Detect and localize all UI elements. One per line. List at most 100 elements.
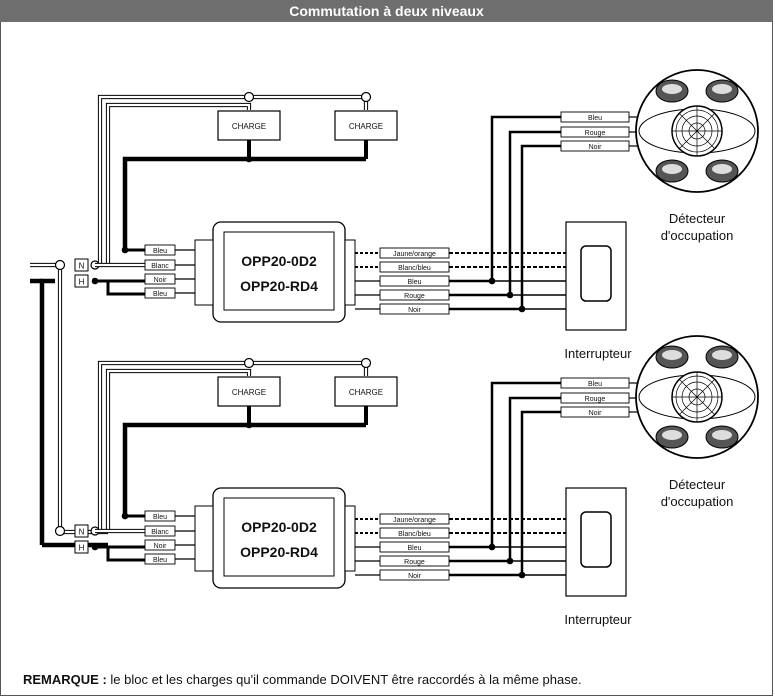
neutral-junction-1 xyxy=(243,91,255,103)
module-right-ear xyxy=(344,239,356,306)
charge-box-2-label: CHARGE xyxy=(349,122,383,131)
sensor-lens-highlight-0 xyxy=(662,350,682,360)
sensor-junction-2 xyxy=(506,557,514,565)
switch-rocker xyxy=(580,511,612,568)
terminal-n xyxy=(74,524,89,538)
left-wire-label-0: Bleu xyxy=(153,248,167,255)
right-wire-label-3: Rouge xyxy=(404,559,425,566)
sensor-lens-highlight-3 xyxy=(712,164,732,174)
charge-box-1-label: CHARGE xyxy=(232,388,266,397)
sensor-dome-ring-0 xyxy=(688,122,706,140)
terminal-n-label: N xyxy=(79,262,85,271)
module-model-1: OPP20-0D2 xyxy=(241,253,317,269)
right-wire-label-1: Blanc/bleu xyxy=(398,265,431,272)
neutral-top-loop-core xyxy=(98,95,368,265)
module-left-ear xyxy=(194,239,214,306)
sensor-wire-label-0: Bleu xyxy=(588,115,602,122)
right-wire-label-3: Rouge xyxy=(404,293,425,300)
module-inner xyxy=(223,497,335,577)
right-wire-label-1: Blanc/bleu xyxy=(398,531,431,538)
sensor-bleu-run xyxy=(449,381,561,549)
module-left-ear xyxy=(194,505,214,572)
sensor-wire-label-0: Bleu xyxy=(588,381,602,388)
module-right-ear xyxy=(344,505,356,572)
sensor-noir-run xyxy=(449,410,561,577)
module-inner xyxy=(223,231,335,311)
module-model-2: OPP20-RD4 xyxy=(240,278,318,294)
sensor-label-1: Détecteur xyxy=(669,211,726,226)
sensor-junction-2 xyxy=(506,291,514,299)
left-wire-label-3: Bleu xyxy=(153,557,167,564)
terminal-h xyxy=(74,274,89,288)
neutral-top-loop-core xyxy=(98,361,368,531)
sensor-lens-highlight-1 xyxy=(712,350,732,360)
left-wire-label-1: Blanc xyxy=(151,263,169,270)
charge-box-2 xyxy=(334,376,398,407)
sensor-noir-run xyxy=(449,144,561,311)
right-wire-label-2: Bleu xyxy=(407,545,421,552)
sensor-dome-ring-1 xyxy=(681,115,713,147)
sensor-wire-label-1: Rouge xyxy=(585,130,606,137)
sensor-junction-3 xyxy=(518,571,526,579)
charge-box-2 xyxy=(334,110,398,141)
load-junction xyxy=(245,155,253,163)
sensor-lens-highlight-2 xyxy=(662,430,682,440)
switch-label: Interrupteur xyxy=(564,346,632,361)
sensor-bleu-run xyxy=(449,115,561,283)
right-wire-label-4: Noir xyxy=(408,573,422,580)
right-wire-label-2: Bleu xyxy=(407,279,421,286)
right-wire-label-4: Noir xyxy=(408,307,422,314)
sensor-junction-1 xyxy=(488,543,496,551)
note: REMARQUE : le bloc et les charges qu'il … xyxy=(23,672,582,687)
right-wire-label-0: Jaune/orange xyxy=(393,517,436,524)
sensor-rouge-run xyxy=(449,396,561,563)
module-model-1: OPP20-0D2 xyxy=(241,519,317,535)
left-wire-label-2: Noir xyxy=(154,543,168,550)
load-junction xyxy=(245,421,253,429)
sensor-wire-label-2: Noir xyxy=(589,144,603,151)
sensor-dome-ring-1 xyxy=(681,381,713,413)
sensor-wire-label-2: Noir xyxy=(589,410,603,417)
charge-box-1 xyxy=(217,110,281,141)
switch-rocker xyxy=(580,245,612,302)
switch-label: Interrupteur xyxy=(564,612,632,627)
neutral-junction-2 xyxy=(360,91,372,103)
line-n-feed xyxy=(30,262,63,532)
left-wire-label-1: Blanc xyxy=(151,529,169,536)
terminal-n-label: N xyxy=(79,528,85,537)
sensor-dome-ring-0 xyxy=(688,388,706,406)
charge-box-1 xyxy=(217,376,281,407)
right-wire-label-0: Jaune/orange xyxy=(393,251,436,258)
sensor-lens-highlight-2 xyxy=(662,164,682,174)
left-wire-label-3: Bleu xyxy=(153,291,167,298)
line-n-feed-core xyxy=(30,263,62,532)
sensor-lens-highlight-1 xyxy=(712,84,732,94)
neutral-inner-loop-core xyxy=(106,369,251,531)
terminal-n-node xyxy=(54,259,66,271)
sensor-junction-3 xyxy=(518,305,526,313)
terminal-h xyxy=(74,540,89,554)
sensor-label-2: d'occupation xyxy=(661,494,734,509)
sensor-label-2: d'occupation xyxy=(661,228,734,243)
note-text: le bloc et les charges qu'il commande DO… xyxy=(106,672,582,687)
sensor-junction-1 xyxy=(488,277,496,285)
note-label: REMARQUE : xyxy=(23,672,107,687)
diagram-title: Commutation à deux niveaux xyxy=(0,0,773,22)
sensor-dome-ring-2 xyxy=(675,109,719,153)
sensor-lens-highlight-0 xyxy=(662,84,682,94)
load-supply xyxy=(122,422,366,516)
neutral-junction-2 xyxy=(360,357,372,369)
left-wire-label-2: Noir xyxy=(154,277,168,284)
terminal-h-label: H xyxy=(79,278,85,287)
hot-bleu-feed xyxy=(95,545,145,562)
neutral-inner-loop-core xyxy=(106,103,251,265)
line-h-feed xyxy=(39,278,55,545)
supply-feed xyxy=(30,262,108,548)
sensor-dome-ring-2 xyxy=(675,375,719,419)
sensor-lens-highlight-3 xyxy=(712,430,732,440)
sensor-label-1: Détecteur xyxy=(669,477,726,492)
terminal-h-label: H xyxy=(79,544,85,553)
